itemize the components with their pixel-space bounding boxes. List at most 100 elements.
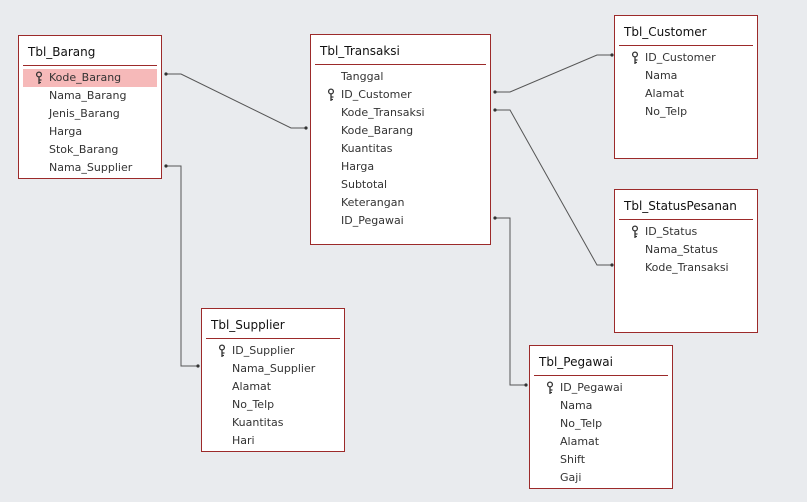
field-row[interactable]: Kuantitas [311, 140, 490, 158]
field-row[interactable]: ID_Customer [615, 49, 757, 67]
field-name: Kode_Barang [49, 71, 122, 84]
field-row[interactable]: Keterangan [311, 194, 490, 212]
field-name: Stok_Barang [49, 143, 119, 156]
field-row[interactable]: No_Telp [615, 103, 757, 121]
field-row[interactable]: Alamat [530, 433, 672, 451]
field-name: Nama_Status [645, 243, 718, 256]
title-divider [206, 338, 340, 339]
field-row[interactable]: Kode_Barang [311, 122, 490, 140]
primary-key-icon [630, 51, 640, 65]
field-name: Kuantitas [341, 142, 393, 155]
table-title[interactable]: Tbl_Barang [28, 45, 96, 59]
title-divider [619, 219, 753, 220]
field-name: Nama [645, 69, 678, 82]
field-name: Nama_Barang [49, 89, 127, 102]
relationship-barang-transaksi[interactable] [166, 73, 306, 129]
field-row[interactable]: Shift [530, 451, 672, 469]
field-name: Nama_Supplier [232, 362, 316, 375]
field-row[interactable]: Jenis_Barang [19, 105, 161, 123]
field-row[interactable]: Nama_Supplier [19, 159, 161, 177]
title-divider [315, 64, 486, 65]
field-name: Shift [560, 453, 586, 466]
field-name: Jenis_Barang [49, 107, 120, 120]
field-name: No_Telp [232, 398, 275, 411]
field-row[interactable]: ID_Pegawai [311, 212, 490, 230]
field-row[interactable]: Nama_Status [615, 241, 757, 259]
field-row[interactable]: Alamat [615, 85, 757, 103]
field-row[interactable]: Nama [530, 397, 672, 415]
field-name: ID_Customer [645, 51, 716, 64]
field-name: Alamat [645, 87, 685, 100]
field-row[interactable]: ID_Supplier [202, 342, 344, 360]
field-row[interactable]: Nama_Barang [19, 87, 161, 105]
field-row[interactable]: Gaji [530, 469, 672, 487]
field-name: Alamat [560, 435, 600, 448]
relationship-barang-supplier[interactable] [166, 165, 198, 367]
field-row[interactable]: Nama_Supplier [202, 360, 344, 378]
field-name: ID_Supplier [232, 344, 295, 357]
field-row[interactable]: Kode_Transaksi [615, 259, 757, 277]
field-name: Kode_Transaksi [341, 106, 425, 119]
field-row[interactable]: Hari [202, 432, 344, 450]
field-row[interactable]: Alamat [202, 378, 344, 396]
field-name: Nama [560, 399, 593, 412]
primary-key-icon [545, 381, 555, 395]
field-name: Harga [49, 125, 83, 138]
field-row[interactable]: No_Telp [202, 396, 344, 414]
field-row[interactable]: Tanggal [311, 68, 490, 86]
field-name: Kuantitas [232, 416, 284, 429]
field-name: ID_Pegawai [341, 214, 404, 227]
field-row[interactable]: Subtotal [311, 176, 490, 194]
primary-key-icon [630, 225, 640, 239]
relationship-transaksi-status[interactable] [495, 109, 612, 266]
field-row[interactable]: Stok_Barang [19, 141, 161, 159]
field-name: Kode_Barang [341, 124, 414, 137]
field-name: Tanggal [341, 70, 384, 83]
field-name: Keterangan [341, 196, 405, 209]
table-title[interactable]: Tbl_Customer [624, 25, 707, 39]
field-name: Subtotal [341, 178, 388, 191]
field-name: ID_Pegawai [560, 381, 623, 394]
title-divider [619, 45, 753, 46]
field-row[interactable]: Kuantitas [202, 414, 344, 432]
primary-key-icon [217, 344, 227, 358]
field-name: No_Telp [560, 417, 603, 430]
field-name: Harga [341, 160, 375, 173]
table-title[interactable]: Tbl_Transaksi [320, 44, 400, 58]
table-title[interactable]: Tbl_StatusPesanan [624, 199, 737, 213]
primary-key-icon [34, 71, 44, 85]
table-title[interactable]: Tbl_Pegawai [539, 355, 613, 369]
field-name: Alamat [232, 380, 272, 393]
field-row[interactable]: ID_Pegawai [530, 379, 672, 397]
field-row[interactable]: Harga [311, 158, 490, 176]
primary-key-icon [326, 88, 336, 102]
title-divider [23, 65, 157, 66]
field-name: ID_Status [645, 225, 698, 238]
field-row[interactable]: No_Telp [530, 415, 672, 433]
field-row[interactable]: ID_Customer [311, 86, 490, 104]
field-name: Kode_Transaksi [645, 261, 729, 274]
field-row[interactable]: Kode_Transaksi [311, 104, 490, 122]
relationship-transaksi-pegawai[interactable] [495, 217, 526, 386]
field-row[interactable]: Kode_Barang [23, 69, 157, 87]
field-name: Gaji [560, 471, 582, 484]
relationship-transaksi-customer[interactable] [495, 54, 612, 93]
table-title[interactable]: Tbl_Supplier [211, 318, 285, 332]
field-row[interactable]: Harga [19, 123, 161, 141]
field-row[interactable]: ID_Status [615, 223, 757, 241]
field-name: Nama_Supplier [49, 161, 133, 174]
field-row[interactable]: Nama [615, 67, 757, 85]
